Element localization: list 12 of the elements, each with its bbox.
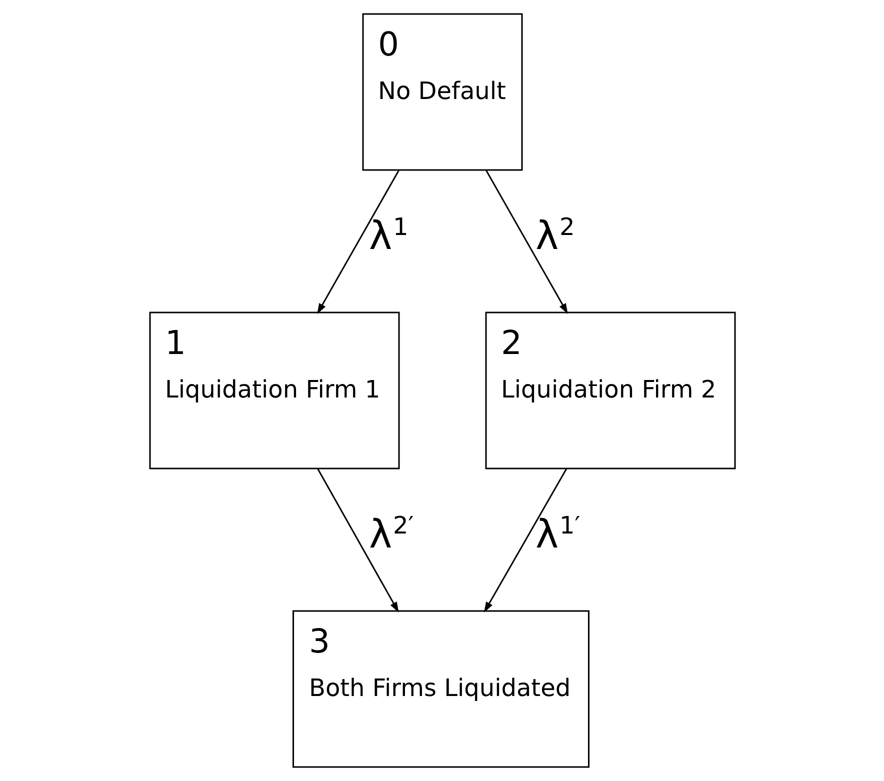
arrow (316, 170, 399, 314)
node-box: 1 Liquidation Firm 1 (148, 312, 400, 470)
arrow (484, 468, 567, 612)
arrow (316, 468, 398, 612)
edge-label: λ$^{2′}$ (368, 512, 414, 558)
edge-label: λ$^{2}$ (535, 213, 574, 260)
edge-label: λ$^{1}$ (368, 213, 408, 260)
node-box: 3 Both Firms Liquidated (292, 610, 589, 768)
arrow (485, 170, 568, 314)
node-box: 0 No Default (362, 13, 522, 171)
edge-label: λ$^{1′}$ (535, 512, 580, 558)
node-box: 2 Liquidation Firm 2 (484, 312, 736, 470)
